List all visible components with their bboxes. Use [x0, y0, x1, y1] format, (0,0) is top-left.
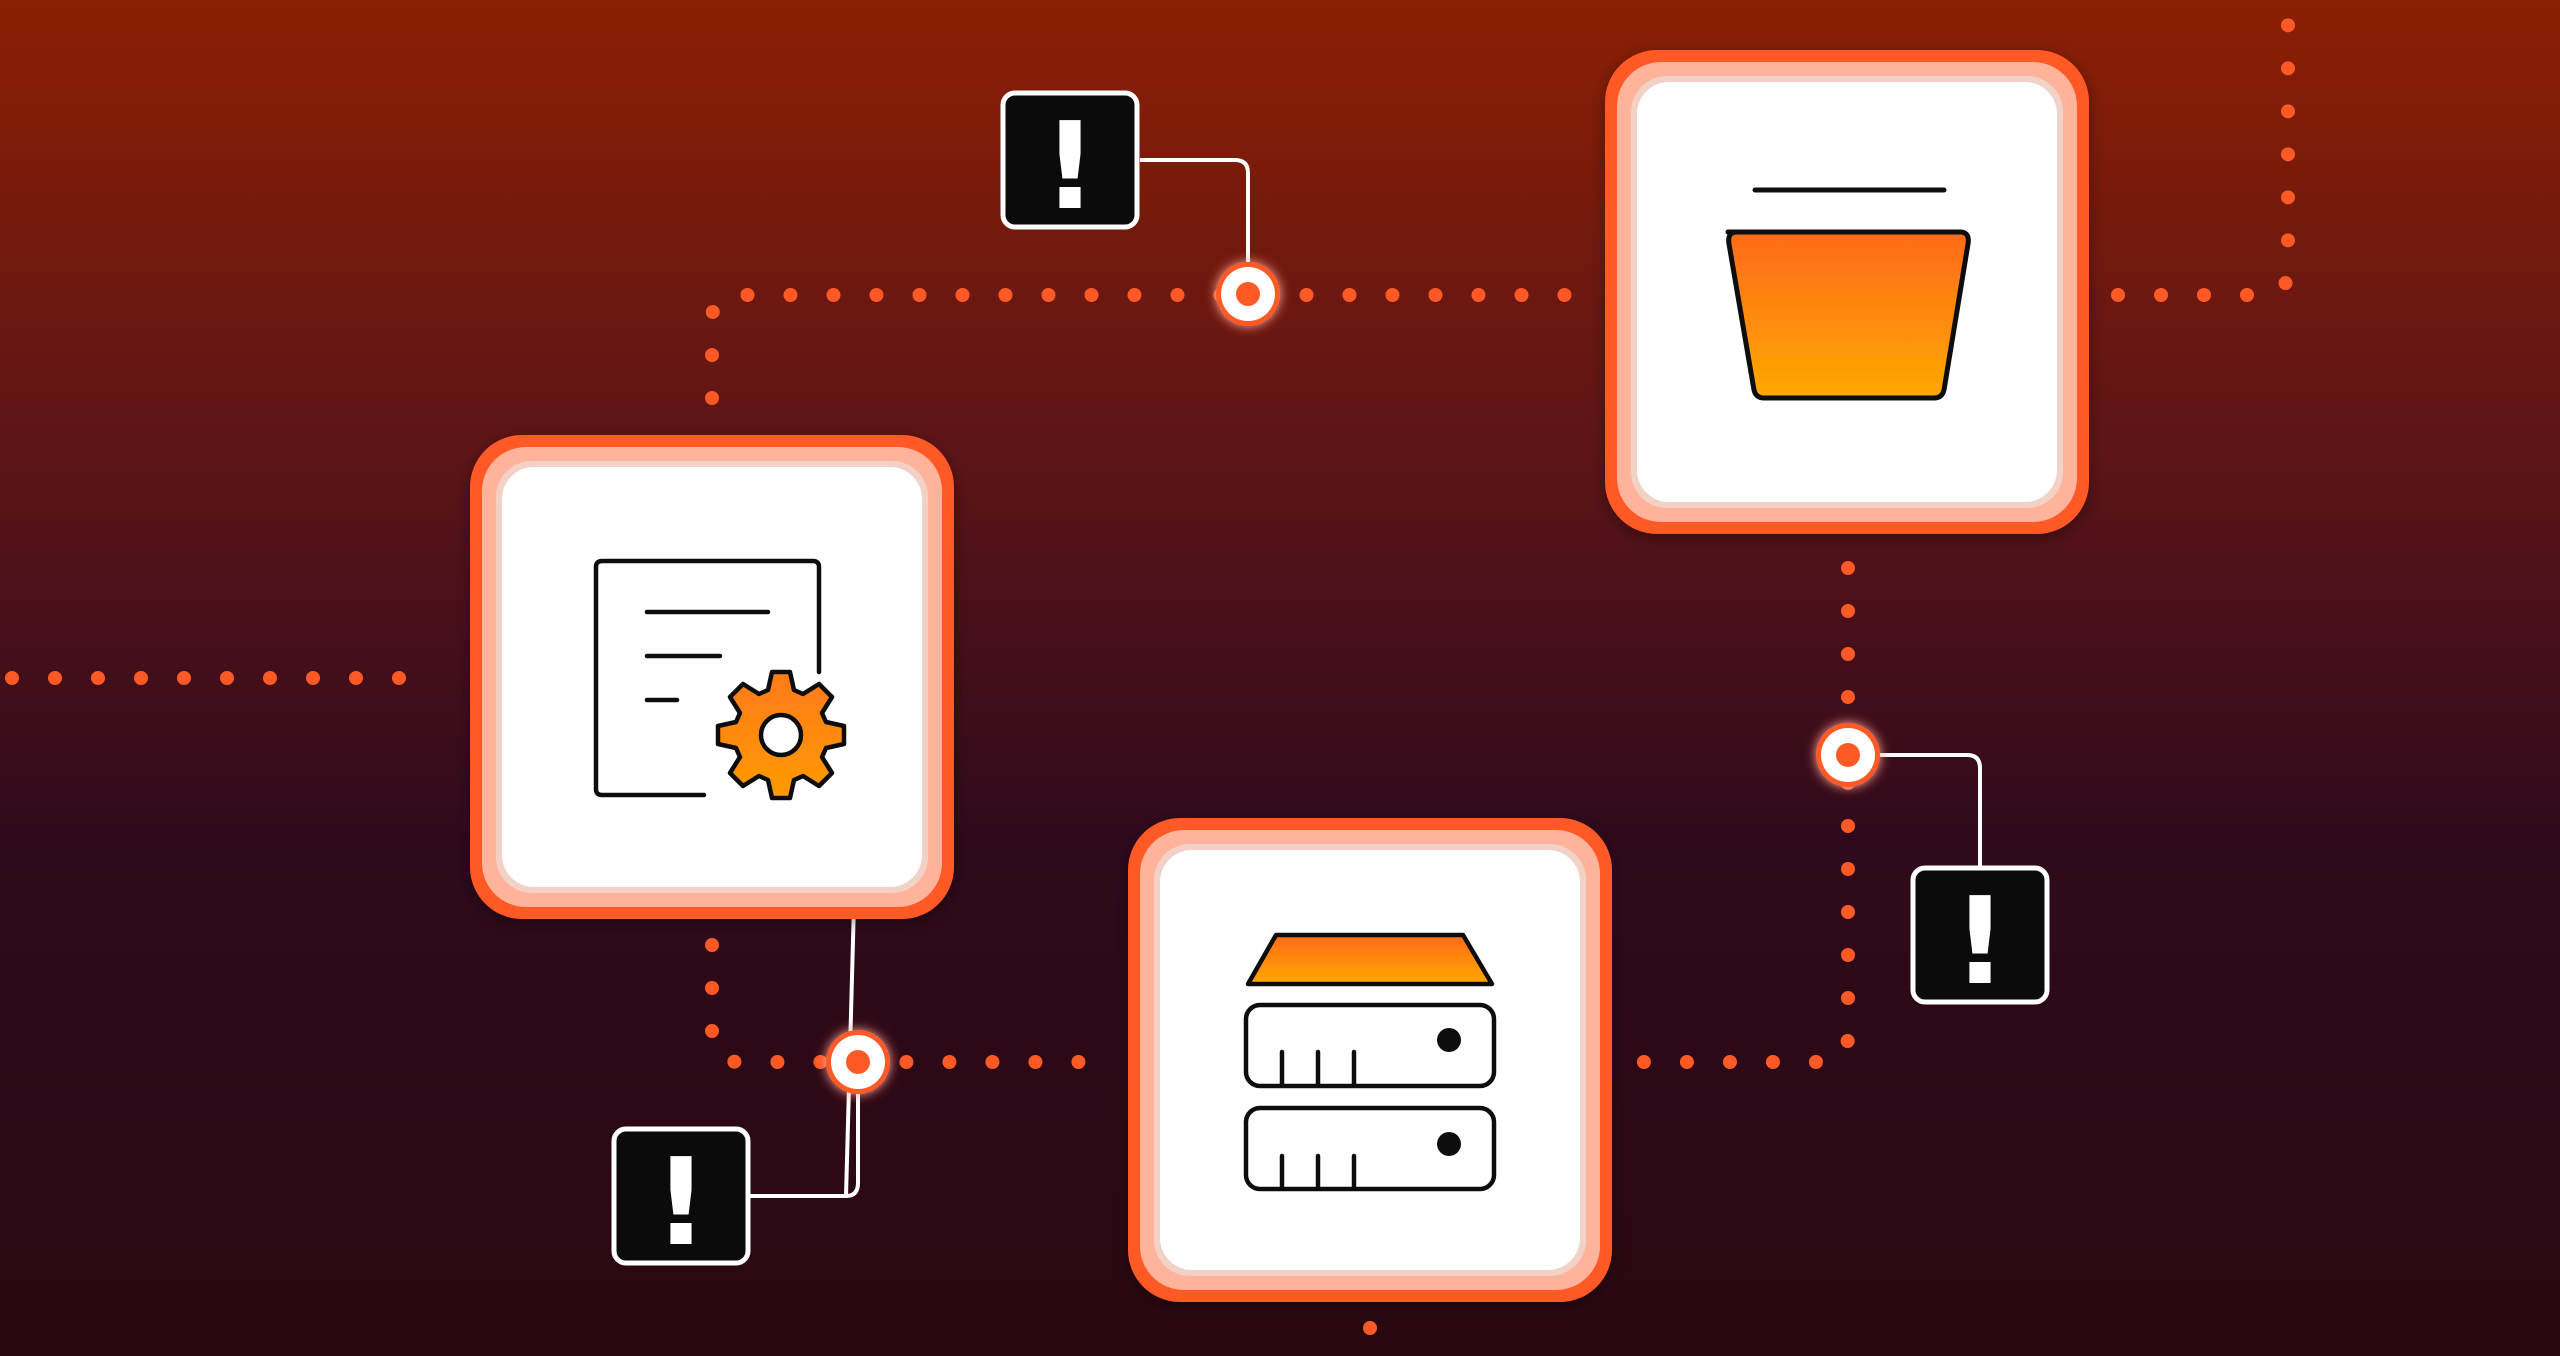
- alert-right-connector: [1850, 753, 1982, 868]
- bucket-icon: [1725, 187, 1971, 401]
- node-bucket[interactable]: [1605, 50, 2089, 534]
- exclamation-icon: !: [654, 1134, 709, 1273]
- alert-top[interactable]: !: [1000, 90, 1140, 237]
- alert-connectors: [750, 158, 1982, 1198]
- exclamation-icon: !: [1043, 98, 1098, 237]
- junction-right: [1816, 723, 1880, 787]
- connection-lines: [5, 3, 2295, 1356]
- connection-config-to-server: [705, 938, 1117, 1069]
- document-gear-icon: [593, 558, 847, 801]
- exclamation-icon: !: [1953, 873, 2008, 1012]
- junction-bottom: [826, 1030, 890, 1094]
- node-config[interactable]: [470, 435, 954, 919]
- gear-icon: [715, 669, 847, 801]
- node-server[interactable]: [1128, 818, 1612, 1302]
- server-stack-icon: [1243, 932, 1497, 1192]
- connection-bucket-to-server: [1633, 561, 1855, 1069]
- alert-right[interactable]: !: [1910, 865, 2050, 1012]
- alert-bottom[interactable]: !: [611, 1126, 751, 1273]
- junction-markers: [826, 262, 1880, 1094]
- alert-top-connector: [1140, 158, 1250, 294]
- junction-top: [1216, 262, 1280, 326]
